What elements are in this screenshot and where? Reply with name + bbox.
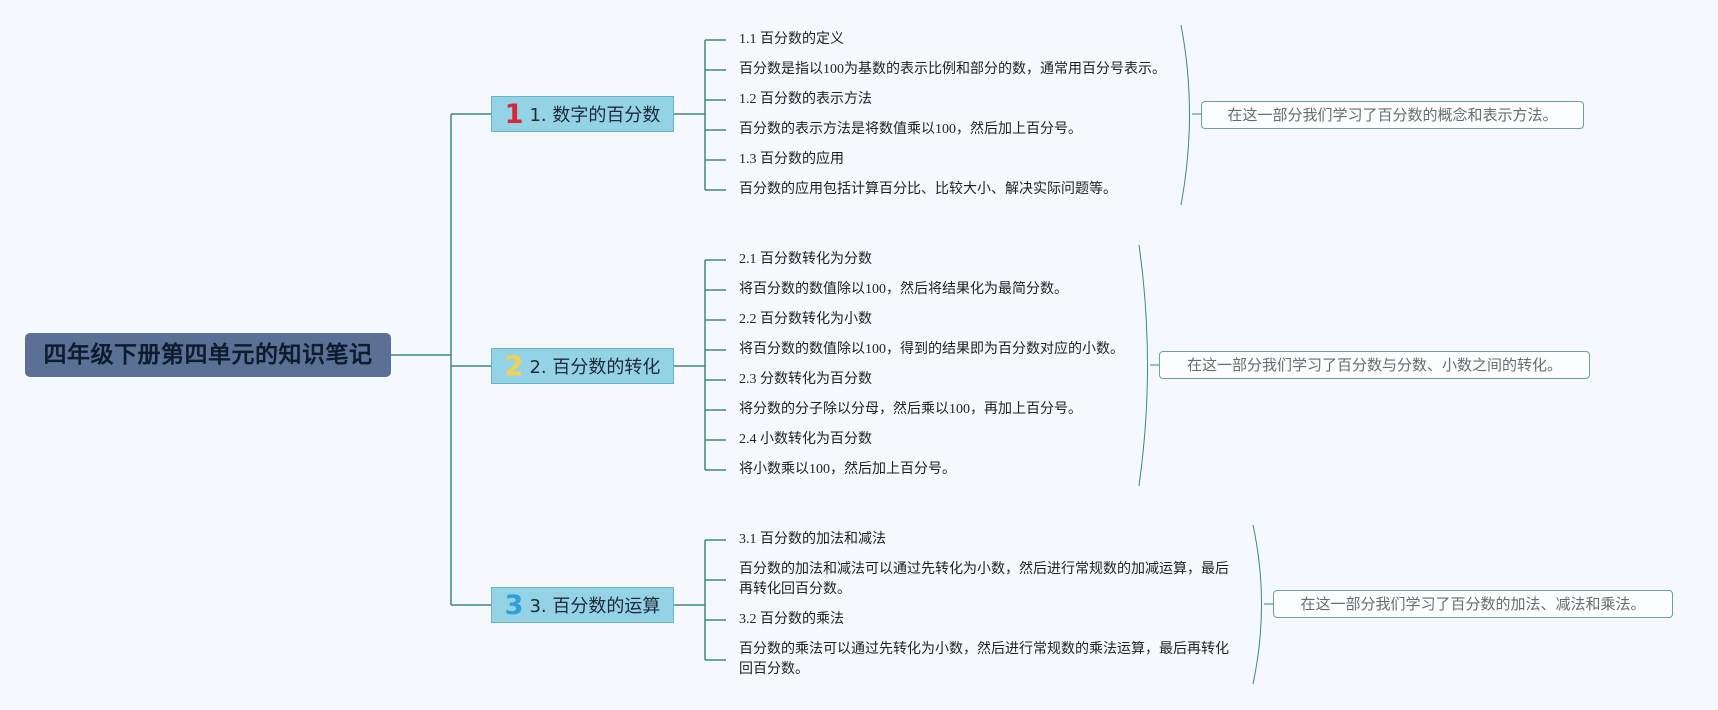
detail-2-4[interactable]: 将小数乘以100，然后加上百分号。: [739, 462, 956, 477]
subtopic-3-2[interactable]: 3.2 百分数的乘法: [739, 612, 844, 627]
topic-node-1[interactable]: 1 1. 数字的百分数: [491, 96, 674, 132]
topic-node-2[interactable]: 2 2. 百分数的转化: [491, 348, 674, 384]
detail-1-3[interactable]: 百分数的应用包括计算百分比、比较大小、解决实际问题等。: [739, 182, 1117, 197]
subtopic-2-4[interactable]: 2.4 小数转化为百分数: [739, 432, 872, 447]
topic-label: 1. 数字的百分数: [529, 105, 661, 126]
detail-3-2[interactable]: 百分数的乘法可以通过先转化为小数，然后进行常规数的乘法运算，最后再转化回百分数。: [739, 642, 1229, 677]
number-1-icon: 1: [504, 98, 524, 130]
topic-label: 2. 百分数的转化: [529, 357, 661, 378]
detail-2-3[interactable]: 将分数的分子除以分母，然后乘以100，再加上百分号。: [739, 402, 1082, 417]
subtopic-1-2[interactable]: 1.2 百分数的表示方法: [739, 92, 872, 107]
summary-brace-1: [1180, 24, 1190, 206]
detail-2-2[interactable]: 将百分数的数值除以100，得到的结果即为百分数对应的小数。: [739, 342, 1124, 357]
detail-1-1[interactable]: 百分数是指以100为基数的表示比例和部分的数，通常用百分号表示。: [739, 62, 1166, 77]
root-node[interactable]: 四年级下册第四单元的知识笔记: [25, 333, 391, 377]
detail-2-1[interactable]: 将百分数的数值除以100，然后将结果化为最简分数。: [739, 282, 1068, 297]
number-3-icon: 3: [504, 589, 524, 621]
number-2-icon: 2: [504, 350, 524, 382]
detail-3-1[interactable]: 百分数的加法和减法可以通过先转化为小数，然后进行常规数的加减运算，最后再转化回百…: [739, 562, 1229, 597]
subtopic-2-2[interactable]: 2.2 百分数转化为小数: [739, 312, 872, 327]
subtopic-3-1[interactable]: 3.1 百分数的加法和减法: [739, 532, 886, 547]
topic-label: 3. 百分数的运算: [529, 596, 661, 617]
subtopic-1-1[interactable]: 1.1 百分数的定义: [739, 32, 844, 47]
summary-1[interactable]: 在这一部分我们学习了百分数的概念和表示方法。: [1201, 101, 1584, 129]
subtopic-1-3[interactable]: 1.3 百分数的应用: [739, 152, 844, 167]
summary-2[interactable]: 在这一部分我们学习了百分数与分数、小数之间的转化。: [1159, 351, 1590, 379]
detail-1-2[interactable]: 百分数的表示方法是将数值乘以100，然后加上百分号。: [739, 122, 1082, 137]
summary-brace-3: [1252, 524, 1262, 685]
topic-node-3[interactable]: 3 3. 百分数的运算: [491, 587, 674, 623]
summary-brace-2: [1138, 244, 1148, 487]
subtopic-2-3[interactable]: 2.3 分数转化为百分数: [739, 372, 872, 387]
subtopic-2-1[interactable]: 2.1 百分数转化为分数: [739, 252, 872, 267]
summary-3[interactable]: 在这一部分我们学习了百分数的加法、减法和乘法。: [1273, 590, 1673, 618]
